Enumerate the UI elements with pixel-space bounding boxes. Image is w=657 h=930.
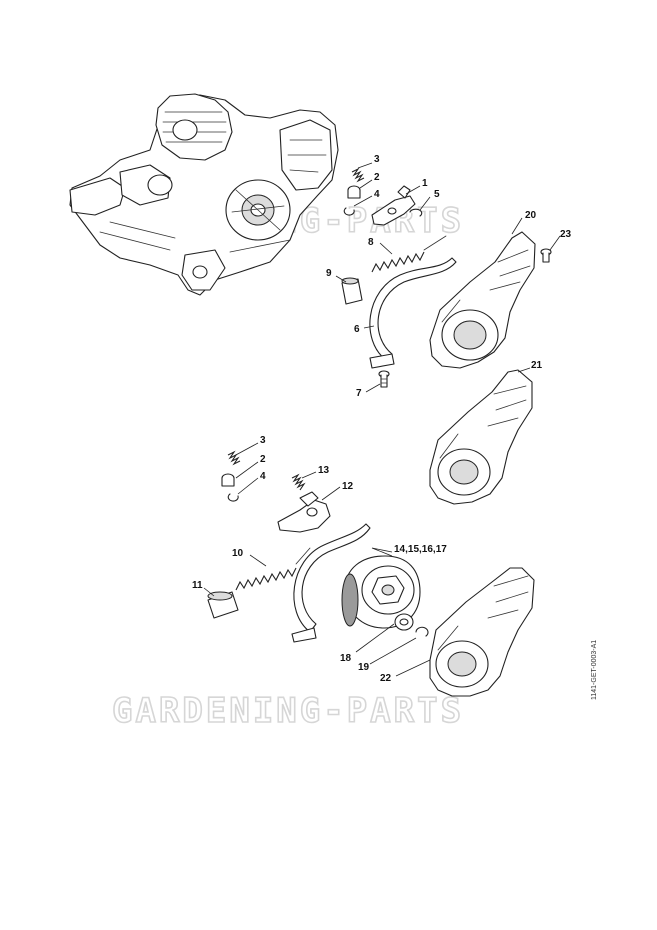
callout-22: 22 xyxy=(380,673,392,684)
tension-spring-icon xyxy=(235,547,311,591)
chain-sprocket-cover-icon xyxy=(429,567,535,697)
engine-housing-icon xyxy=(69,93,339,296)
callout-4-upper: 4 xyxy=(374,189,380,200)
callout-4-lower: 4 xyxy=(260,471,266,482)
callout-13: 13 xyxy=(318,465,330,476)
clip-icon xyxy=(409,208,423,217)
callouts-lower: 3 2 4 13 12 14,15,16,17 10 11 18 19 22 xyxy=(192,435,447,684)
e-clip-icon xyxy=(343,207,355,216)
watermark-bottom: GARDENING-PARTS xyxy=(112,691,464,731)
callout-9: 9 xyxy=(326,268,332,279)
callout-6: 6 xyxy=(354,324,360,335)
callout-11: 11 xyxy=(192,580,203,591)
callout-5: 5 xyxy=(434,189,440,200)
sleeve-icon xyxy=(207,591,239,619)
callout-10: 10 xyxy=(232,548,244,559)
callout-14-15-16-17: 14,15,16,17 xyxy=(394,544,447,555)
screw-icon xyxy=(378,370,390,388)
clutch-drum-icon xyxy=(341,555,421,629)
callout-7: 7 xyxy=(356,388,362,399)
e-clip-icon xyxy=(415,626,429,637)
washer-icon xyxy=(394,613,414,631)
pin-icon xyxy=(221,473,235,487)
callout-19: 19 xyxy=(358,662,370,673)
callout-8: 8 xyxy=(368,237,374,248)
callout-20: 20 xyxy=(525,210,537,221)
brake-lever-icon xyxy=(371,185,416,226)
sleeve-icon xyxy=(341,277,363,305)
figure-code: 1141-GET-0003-A1 xyxy=(591,640,598,700)
brake-band-icon xyxy=(291,523,371,643)
pin-icon xyxy=(347,185,361,199)
e-clip-icon xyxy=(227,493,239,502)
brake-lever-icon xyxy=(277,491,331,533)
callout-2-lower: 2 xyxy=(260,454,266,465)
callout-2-upper: 2 xyxy=(374,172,380,183)
spring-icon xyxy=(227,450,241,466)
callout-18: 18 xyxy=(340,653,352,664)
spring-icon xyxy=(291,473,306,491)
chain-sprocket-cover-icon xyxy=(429,231,536,369)
callouts-upper: 3 2 4 1 5 20 23 8 9 6 7 21 xyxy=(326,154,572,399)
tension-spring-icon xyxy=(371,235,447,273)
callout-3-lower: 3 xyxy=(260,435,266,446)
spring-icon xyxy=(351,167,365,183)
callout-3-upper: 3 xyxy=(374,154,380,165)
callout-23: 23 xyxy=(560,229,572,240)
callout-1: 1 xyxy=(422,178,428,189)
leader-lines xyxy=(203,162,561,677)
cover-screw-icon xyxy=(540,248,552,263)
callout-12: 12 xyxy=(342,481,354,492)
brake-band-icon xyxy=(369,257,457,369)
callout-21: 21 xyxy=(531,360,543,371)
chain-sprocket-cover-icon xyxy=(429,369,533,505)
